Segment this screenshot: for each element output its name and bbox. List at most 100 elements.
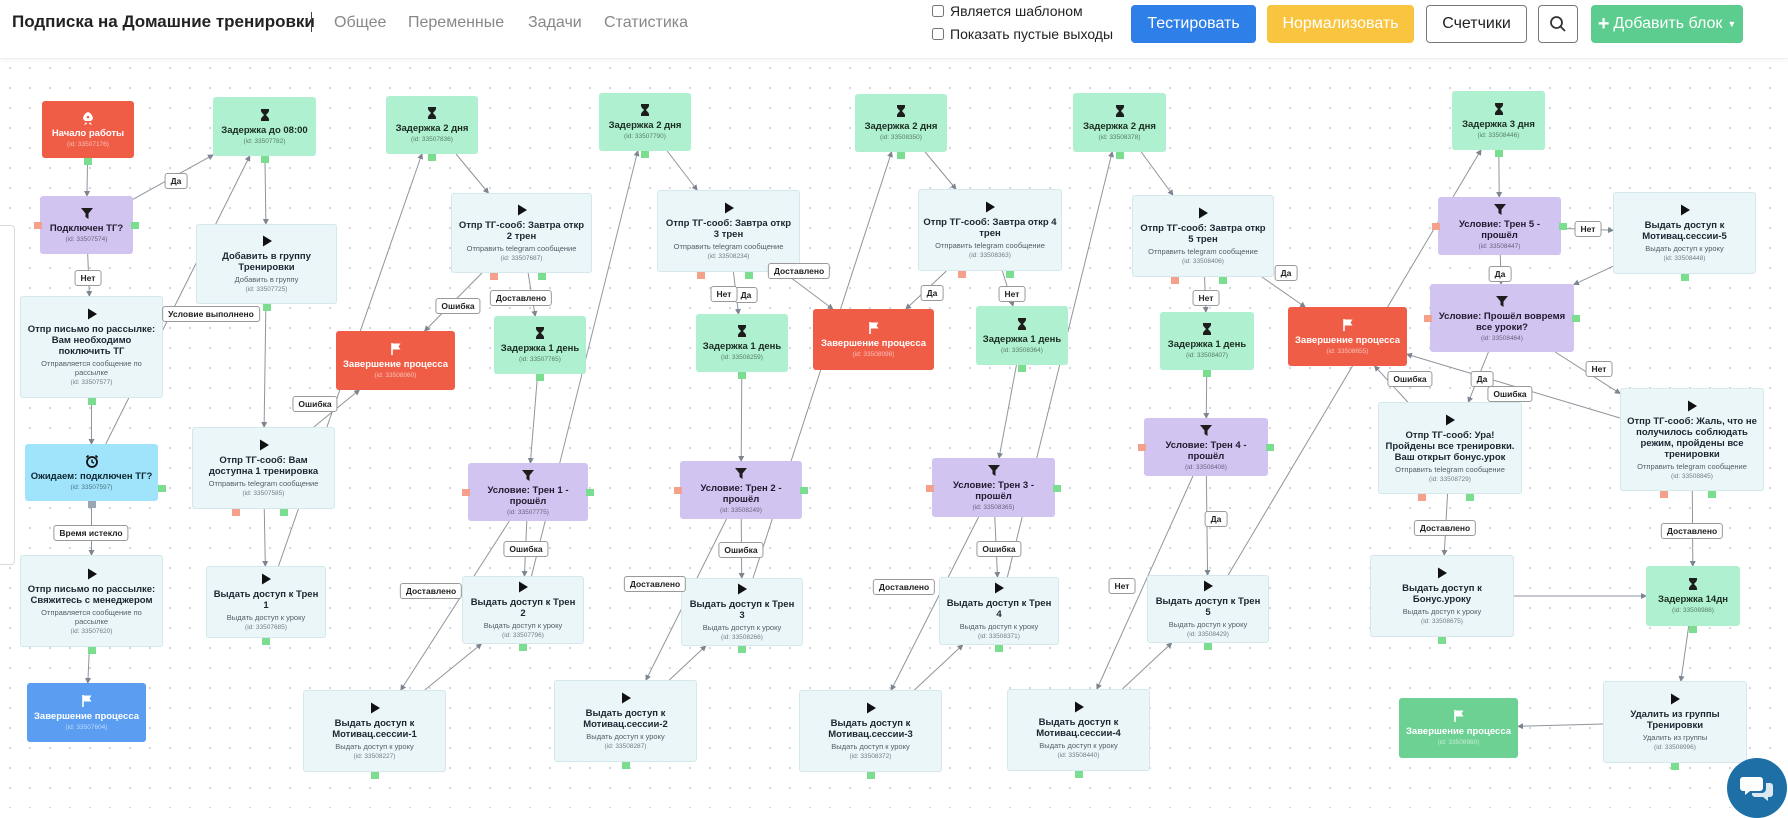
flow-block-endr[interactable]: Завершение процесса(id: 33508060) <box>336 331 455 390</box>
is-template-checkbox[interactable]: Является шаблоном <box>932 3 1083 19</box>
output-port[interactable] <box>897 152 905 159</box>
output-port[interactable] <box>1006 271 1014 278</box>
add-block-button[interactable]: +Добавить блок▼ <box>1591 5 1743 43</box>
output-port[interactable] <box>995 645 1003 652</box>
flow-block-filter[interactable]: Подключен ТГ?(id: 33507574) <box>40 196 133 254</box>
output-port[interactable] <box>262 638 270 645</box>
output-port[interactable] <box>1418 494 1426 501</box>
flow-block-delay[interactable]: Задержка 3 дня(id: 33508446) <box>1452 91 1545 150</box>
output-port[interactable] <box>1171 277 1179 284</box>
output-port[interactable] <box>34 222 42 229</box>
output-port[interactable] <box>1689 626 1697 633</box>
output-port[interactable] <box>745 272 753 279</box>
output-port[interactable] <box>1466 494 1474 501</box>
output-port[interactable] <box>1708 491 1716 498</box>
collapsed-side-panel[interactable] <box>0 225 15 565</box>
output-port[interactable] <box>867 772 875 779</box>
output-port[interactable] <box>1681 274 1689 281</box>
flow-block-delay[interactable]: Задержка 2 дня(id: 33508350) <box>855 94 947 152</box>
output-port[interactable] <box>131 222 139 229</box>
output-port[interactable] <box>261 156 269 163</box>
output-port[interactable] <box>958 271 966 278</box>
tab-general[interactable]: Общее <box>334 14 386 32</box>
flow-block-filter[interactable]: Условие: Прошёл вовремя все уроки?(id: 3… <box>1430 284 1574 352</box>
flow-block-endg[interactable]: Завершение процесса(id: 33508980) <box>1399 698 1518 758</box>
flow-block-delay[interactable]: Задержка 2 дня(id: 33508378) <box>1073 93 1166 152</box>
output-port[interactable] <box>158 485 166 492</box>
flow-block-endr[interactable]: Завершение процесса(id: 33508098) <box>813 309 934 370</box>
output-port[interactable] <box>538 273 546 280</box>
show-empty-outputs-checkbox[interactable]: Показать пустые выходы <box>932 26 1113 42</box>
output-port[interactable] <box>84 158 92 165</box>
output-port[interactable] <box>1116 152 1124 159</box>
output-port[interactable] <box>1204 643 1212 650</box>
output-port[interactable] <box>88 647 96 654</box>
chat-button[interactable] <box>1727 758 1787 818</box>
flow-block-delay[interactable]: Задержка 2 дня(id: 33507836) <box>386 96 478 154</box>
flow-block-filter[interactable]: Условие: Трен 2 - прошёл(id: 33508249) <box>680 461 802 519</box>
tab-variables[interactable]: Переменные <box>408 14 504 32</box>
test-button[interactable]: Тестировать <box>1131 5 1256 43</box>
output-port[interactable] <box>586 489 594 496</box>
output-port[interactable] <box>738 646 746 653</box>
flow-block-delay[interactable]: Задержка 1 день(id: 33508407) <box>1160 312 1254 370</box>
flow-block-delay[interactable]: Задержка 14дн(id: 33508988) <box>1646 566 1740 626</box>
output-port[interactable] <box>263 304 271 311</box>
flow-block-filter[interactable]: Условие: Трен 1 - прошёл(id: 33507775) <box>468 463 588 521</box>
output-port[interactable] <box>1438 637 1446 644</box>
flow-block-action[interactable]: Отпр письмо по рассылке: Свяжитесь с мен… <box>20 555 163 647</box>
search-button[interactable] <box>1538 5 1578 43</box>
output-port[interactable] <box>536 374 544 381</box>
output-port[interactable] <box>1572 315 1580 322</box>
counters-button[interactable]: Счетчики <box>1426 5 1527 43</box>
output-port[interactable] <box>1018 365 1026 372</box>
output-port[interactable] <box>641 151 649 158</box>
tab-tasks[interactable]: Задачи <box>528 14 582 32</box>
flow-block-endb[interactable]: Завершение процесса(id: 33507604) <box>27 683 146 742</box>
output-port[interactable] <box>1559 223 1567 230</box>
flow-block-action[interactable]: Отпр ТГ-сооб: Ура! Пройдены все трениров… <box>1378 402 1522 494</box>
output-port[interactable] <box>371 772 379 779</box>
output-port[interactable] <box>1075 771 1083 778</box>
output-port[interactable] <box>88 501 96 508</box>
flow-canvas[interactable]: Начало работы(id: 33507176)Подключен ТГ?… <box>0 58 1788 808</box>
output-port[interactable] <box>1138 444 1146 451</box>
flow-block-action[interactable]: Отпр ТГ-сооб: Жаль, что не получилось со… <box>1620 388 1764 491</box>
flow-block-delay[interactable]: Задержка 1 день(id: 33508259) <box>696 314 788 372</box>
flow-block-delay[interactable]: Задержка 1 день(id: 33507765) <box>494 316 586 374</box>
flow-block-filter[interactable]: Условие: Трен 4 - прошёл(id: 33508408) <box>1144 418 1268 476</box>
output-port[interactable] <box>490 273 498 280</box>
output-port[interactable] <box>622 762 630 769</box>
normalize-button[interactable]: Нормализовать <box>1267 5 1414 43</box>
flow-block-action[interactable]: Отпр письмо по рассылке: Вам необходимо … <box>20 296 163 398</box>
output-port[interactable] <box>519 644 527 651</box>
output-port[interactable] <box>1203 370 1211 377</box>
output-port[interactable] <box>1660 491 1668 498</box>
flow-block-endr[interactable]: Завершение процесса(id: 33508655) <box>1288 307 1407 366</box>
output-port[interactable] <box>800 487 808 494</box>
output-port[interactable] <box>738 372 746 379</box>
output-port[interactable] <box>697 272 705 279</box>
output-port[interactable] <box>926 485 934 492</box>
flow-block-delay[interactable]: Задержка 1 день(id: 33508364) <box>976 306 1068 365</box>
output-port[interactable] <box>462 489 470 496</box>
output-port[interactable] <box>1424 315 1432 322</box>
flow-block-filter[interactable]: Условие: Трен 3 - прошёл(id: 33508365) <box>932 458 1055 517</box>
output-port[interactable] <box>674 487 682 494</box>
output-port[interactable] <box>1266 444 1274 451</box>
flow-block-wait[interactable]: Ожидаем: подключен ТГ?(id: 33507597) <box>25 444 158 501</box>
output-port[interactable] <box>280 509 288 516</box>
